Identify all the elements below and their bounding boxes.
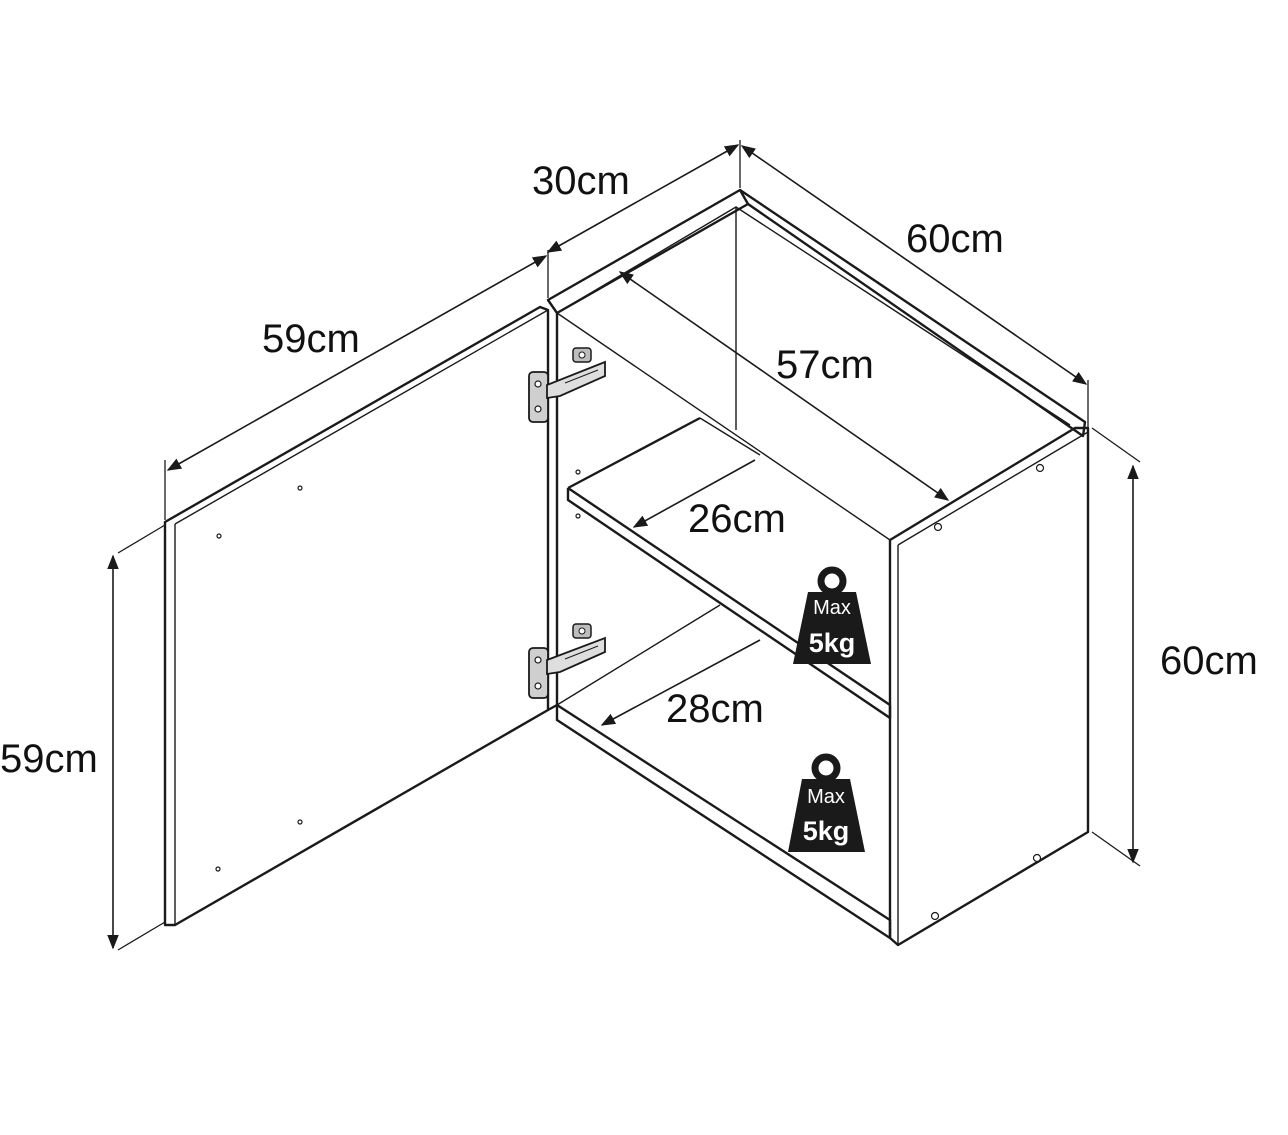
lower-hinge-icon: [528, 623, 606, 699]
shelf-pin-hole: [575, 513, 581, 519]
lower-inner-back: [556, 604, 721, 706]
door-hole: [216, 533, 222, 539]
door: [163, 305, 550, 927]
depth-label: 30cm: [532, 159, 630, 203]
dim-line-upper-shelf: [632, 459, 756, 528]
dim-line-lower-shelf: [600, 639, 761, 726]
height-label: 60cm: [1160, 639, 1258, 683]
dimension-labels: 59cm 30cm 60cm 57cm 26cm 28cm 60cm 59cm: [0, 159, 1258, 781]
weight-limit-lower: Max 5kg: [788, 753, 865, 852]
left-side-wall: [547, 299, 559, 712]
dim-line-depth: [546, 144, 740, 253]
middle-shelf: [566, 416, 892, 720]
dim-line-inner-width: [618, 271, 950, 501]
weight-icon: [793, 566, 871, 664]
weight-icon: [788, 753, 865, 852]
screw-hole: [1035, 463, 1045, 473]
weight-limit-upper: Max 5kg: [793, 566, 871, 664]
lower-shelf-depth-label: 28cm: [666, 687, 764, 731]
screw-hole: [1032, 853, 1042, 863]
bottom-panel: [555, 703, 892, 940]
weight-value-label: 5kg: [809, 628, 856, 658]
inner-width-label: 57cm: [776, 343, 874, 387]
door-height-label: 59cm: [0, 737, 98, 781]
dim-line-door-width: [166, 255, 548, 471]
dim-line-width: [740, 145, 1088, 385]
screw-hole: [930, 911, 940, 921]
door-hole: [297, 485, 303, 491]
door-width-label: 59cm: [262, 317, 360, 361]
weight-value-label: 5kg: [803, 816, 850, 846]
middle-shelf-back: [699, 417, 761, 456]
door-panel: [163, 305, 550, 927]
door-hole: [297, 819, 303, 825]
upper-hinge-icon: [528, 347, 606, 423]
weight-max-label: Max: [807, 786, 845, 808]
upper-shelf-depth-label: 26cm: [688, 497, 786, 541]
door-hole: [215, 866, 221, 872]
right-side-panel-edge: [897, 431, 1089, 945]
screw-hole: [933, 522, 943, 532]
width-label: 60cm: [906, 217, 1004, 261]
shelf-pin-hole: [575, 469, 581, 475]
dimension-lines: [107, 144, 1139, 950]
weight-max-label: Max: [813, 597, 851, 619]
right-side-panel: [888, 426, 1090, 947]
door-edge: [174, 309, 549, 925]
extension-lines: [117, 140, 1141, 951]
top-panel: [546, 188, 750, 315]
